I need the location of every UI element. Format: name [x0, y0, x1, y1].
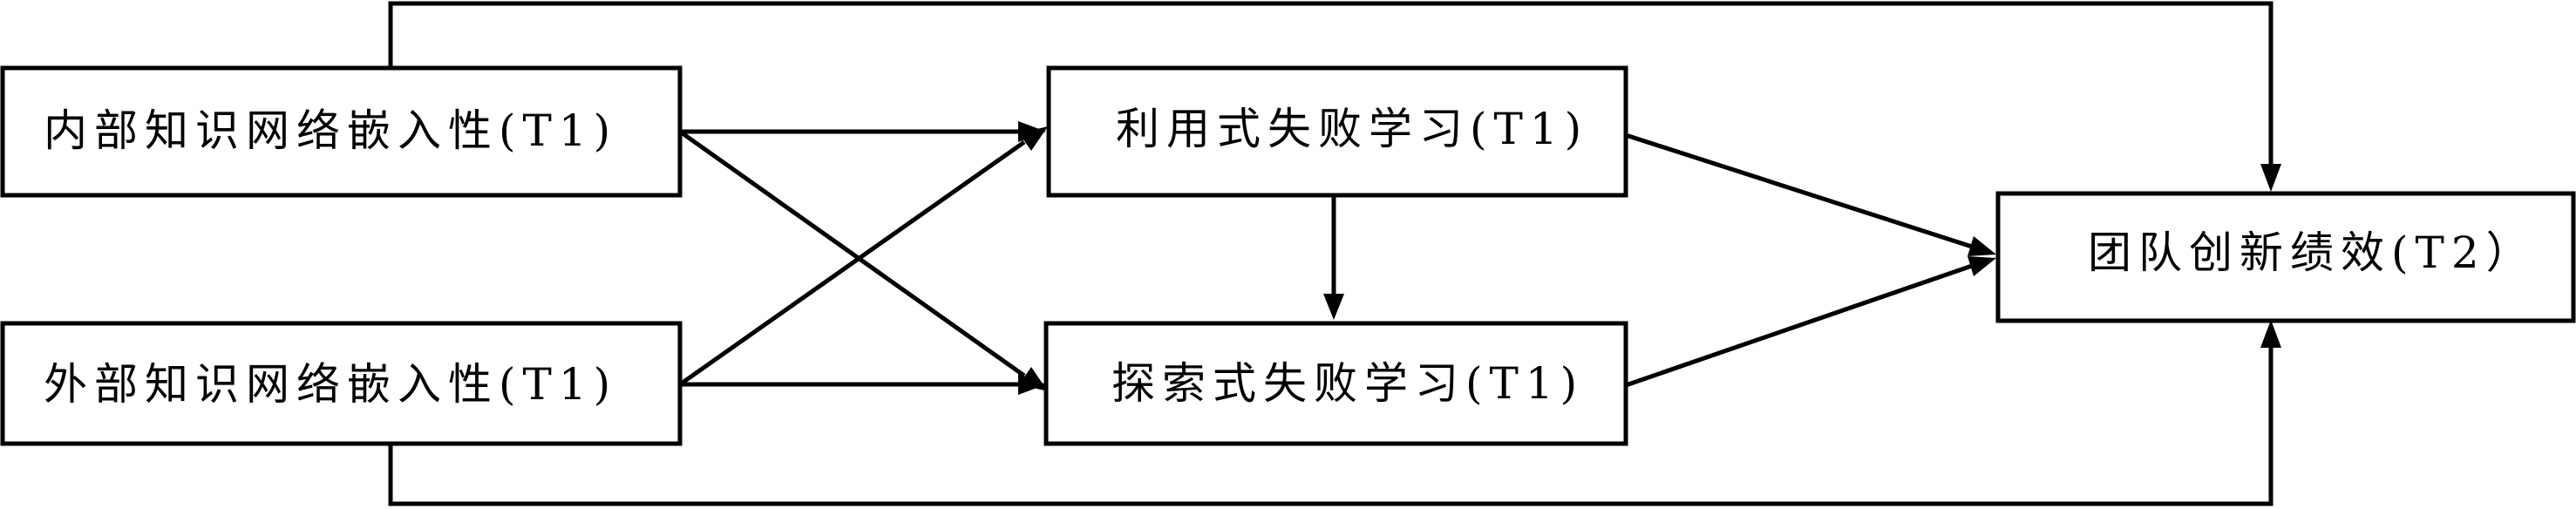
node-exploitative-failure-learning-label: 利用式失败学习(T1) — [1116, 104, 1588, 154]
edge-internal-to-explore — [678, 129, 1026, 378]
arrowhead — [1018, 374, 1046, 395]
node-internal-embeddedness-label: 内部知识网络嵌入性(T1) — [44, 105, 617, 156]
node-team-innovation-performance-label: 团队创新绩效(T2） — [2088, 227, 2537, 278]
arrowhead — [2260, 164, 2281, 192]
edge-exploit-to-team — [1625, 132, 1973, 249]
node-explorative-failure-learning-label: 探索式失败学习(T1) — [1111, 358, 1584, 409]
node-explorative-failure-learning: 探索式失败学习(T1) — [1043, 321, 1628, 446]
edge-internal-to-team-loop — [388, 1, 2274, 166]
node-team-innovation-performance: 团队创新绩效(T2） — [1995, 191, 2576, 323]
arrowhead — [2260, 320, 2281, 348]
node-exploitative-failure-learning: 利用式失败学习(T1) — [1046, 65, 1628, 198]
node-external-embeddedness: 外部知识网络嵌入性(T1) — [0, 321, 683, 446]
arrowhead — [1323, 294, 1344, 320]
arrowhead — [1019, 126, 1048, 151]
arrowhead — [1968, 256, 1996, 276]
edge-external-to-team-loop — [388, 347, 2274, 506]
edge-external-to-exploit — [678, 139, 1026, 387]
edge-explore-to-team — [1625, 263, 1973, 388]
arrowhead — [1968, 236, 1996, 256]
node-internal-embeddedness: 内部知识网络嵌入性(T1) — [0, 65, 683, 198]
node-external-embeddedness-label: 外部知识网络嵌入性(T1) — [44, 359, 617, 410]
